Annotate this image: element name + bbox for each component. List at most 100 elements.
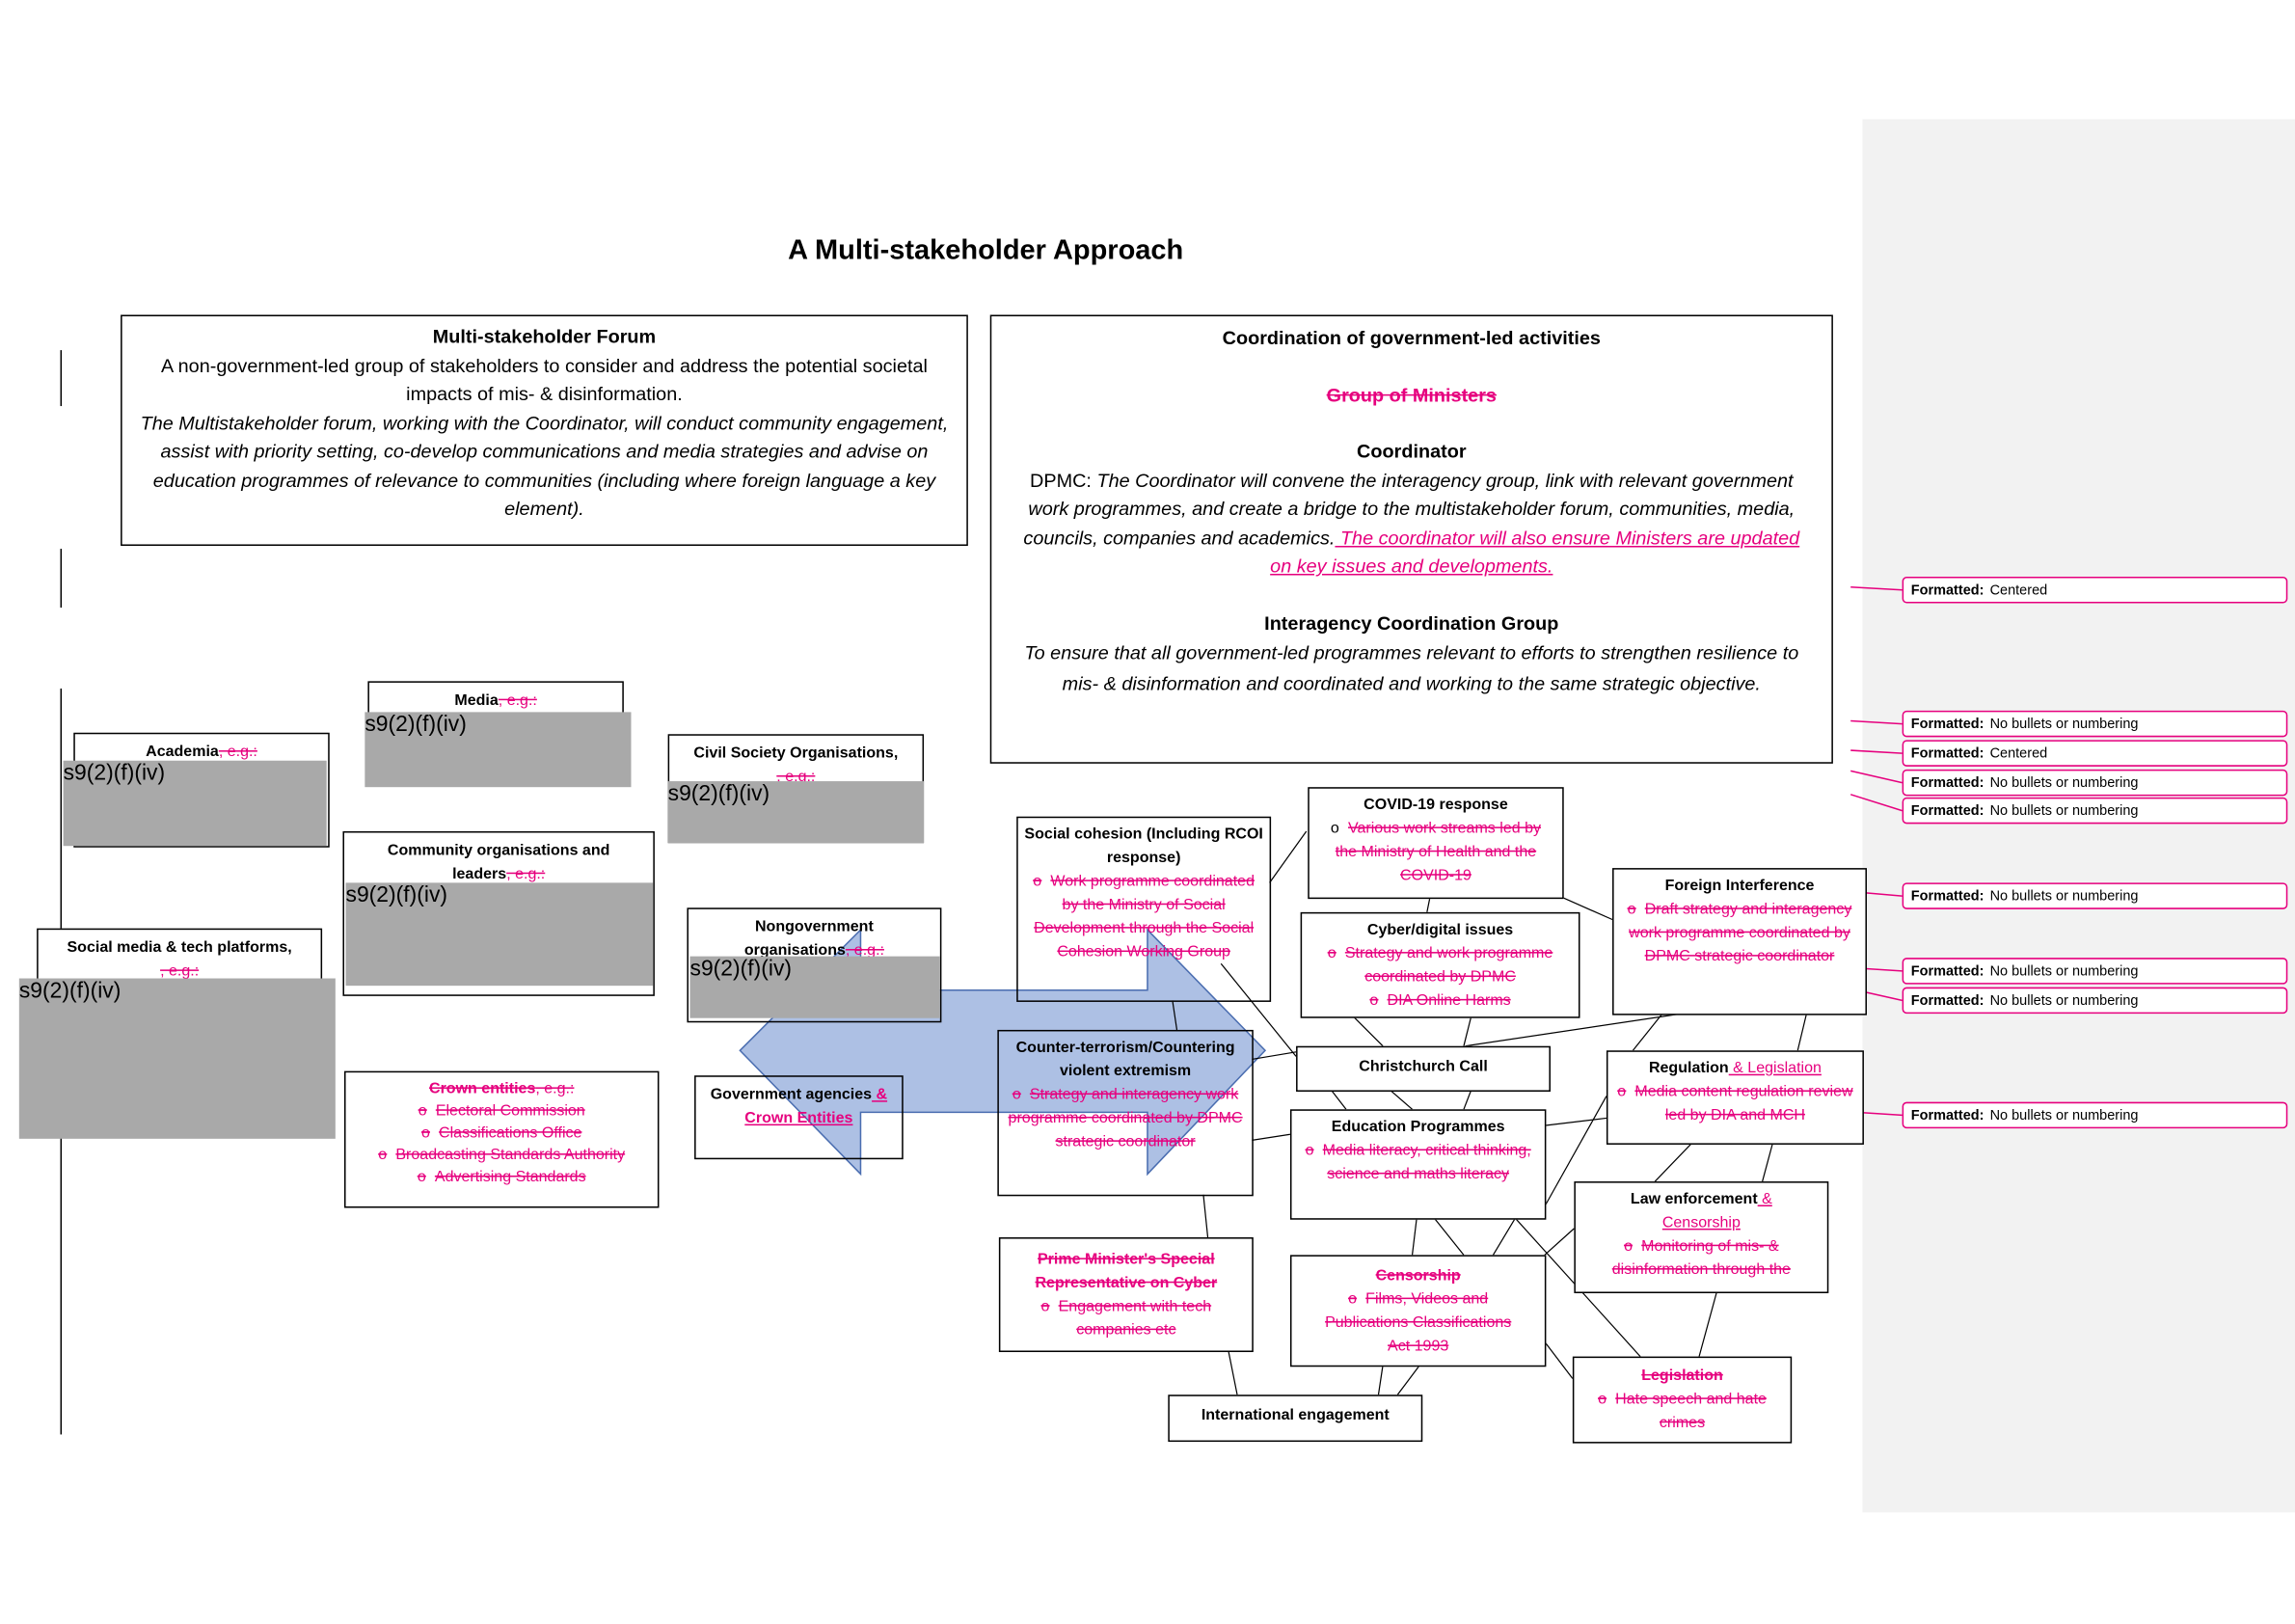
coordination-heading: Coordination of government-led activitie… <box>1222 326 1601 349</box>
box-item: Various work streams led by the Ministry… <box>1335 819 1542 884</box>
redaction-block: s9(2)(f)(iv) <box>63 760 327 847</box>
international-engagement-box: International engagement <box>1168 1394 1423 1443</box>
crown-entity-item: Advertising Standards <box>434 1168 586 1186</box>
box-item: Engagement with tech companies etc <box>1058 1297 1212 1340</box>
coordinator-heading: Coordinator <box>1357 440 1467 463</box>
iag-heading: Interagency Coordination Group <box>1264 610 1559 634</box>
comment-label: Formatted: <box>1910 992 1984 1010</box>
box-title: Prime Minister's Special Representative … <box>1035 1250 1218 1292</box>
forum-text: A non-government-led group of stakeholde… <box>161 353 928 405</box>
box-item: Media content regulation review led by D… <box>1634 1082 1853 1124</box>
civil-society-label: Civil Society Organisations, <box>693 744 899 763</box>
box-item: Films, Videos and Publications Classific… <box>1325 1289 1512 1356</box>
box-title: Social cohesion (Including RCOI response… <box>1024 825 1263 867</box>
box-item: Media literacy, critical thinking, scien… <box>1322 1141 1531 1183</box>
box-title: Censorship <box>1375 1266 1461 1285</box>
box-title: Counter-terrorism/Countering violent ext… <box>1015 1039 1235 1080</box>
box-title: International engagement <box>1201 1406 1390 1424</box>
bullet-icon: o <box>1617 1082 1627 1101</box>
comment-value: No bullets or numbering <box>1989 963 2139 981</box>
comment-label: Formatted: <box>1910 582 1984 599</box>
deleted-eg: , e.g.: <box>776 768 816 786</box>
box-title: Cyber/digital issues <box>1366 921 1514 939</box>
comment-label: Formatted: <box>1910 716 1984 733</box>
christchurch-call-box: Christchurch Call <box>1296 1045 1551 1092</box>
inserted-text: & Crown Entities <box>744 1085 888 1127</box>
comment-balloon[interactable]: Formatted:Centered <box>1902 577 2288 604</box>
coordinator-text: DPMC: The Coordinator will convene the i… <box>1021 466 1802 581</box>
comment-balloon[interactable]: Formatted: No bullets or numbering <box>1902 958 2288 985</box>
comment-balloon[interactable]: Formatted: No bullets or numbering <box>1902 769 2288 797</box>
deleted-eg: , e.g.: <box>535 1079 575 1098</box>
comment-balloon[interactable]: Formatted: No bullets or numbering <box>1902 710 2288 738</box>
comment-label: Formatted: <box>1910 774 1984 792</box>
coordinator-description: The Coordinator will convene the interag… <box>1023 468 1796 549</box>
coordination-box: Coordination of government-led activitie… <box>989 314 1833 764</box>
comment-value: No bullets or numbering <box>1989 716 2139 733</box>
comment-balloon[interactable]: Formatted: No bullets or numbering <box>1902 987 2288 1015</box>
bullet-icon: o <box>418 1101 427 1120</box>
government-agencies-box: Government agencies & Crown Entities <box>694 1075 904 1160</box>
box-item: Draft strategy and interagency work prog… <box>1629 900 1852 965</box>
redaction-block: s9(2)(f)(iv) <box>345 882 654 987</box>
bullet-icon: o <box>1330 819 1339 838</box>
box-item: Hate speech and hate crimes <box>1615 1390 1767 1432</box>
forum-heading: Multi-stakeholder Forum <box>432 325 657 348</box>
redaction-block: s9(2)(f)(iv) <box>689 956 940 1018</box>
deleted-eg: , e.g.: <box>218 743 257 761</box>
bullet-icon: o <box>1327 944 1336 962</box>
comment-value: No bullets or numbering <box>1989 802 2139 820</box>
comment-label: Formatted: <box>1910 1107 1984 1124</box>
bullet-icon: o <box>1348 1289 1358 1309</box>
box-title: Christchurch Call <box>1359 1057 1488 1076</box>
bullet-icon: o <box>1012 1085 1021 1104</box>
ngo-box: Nongovernment organisations, e.g.: <box>687 907 942 1023</box>
comment-value: No bullets or numbering <box>1989 992 2139 1010</box>
multi-stakeholder-forum-box: Multi-stakeholder Forum A non-government… <box>121 314 968 546</box>
deleted-eg: , e.g.: <box>498 691 537 710</box>
comment-value: No bullets or numbering <box>1989 888 2139 906</box>
crown-entity-item: Broadcasting Standards Authority <box>395 1146 626 1164</box>
comment-balloon[interactable]: Formatted: No bullets or numbering <box>1902 797 2288 825</box>
inserted-text: The coordinator will also ensure Ministe… <box>1270 526 1800 578</box>
box-item: Strategy and work programme coordinated … <box>1344 944 1553 987</box>
comment-label: Formatted: <box>1910 888 1984 906</box>
change-bar <box>60 549 63 609</box>
comment-value: Centered <box>1989 745 2048 763</box>
gov-agencies-label: Government agencies <box>710 1085 873 1104</box>
comment-value: No bullets or numbering <box>1989 774 2139 792</box>
bullet-icon: o <box>378 1146 388 1164</box>
box-title: Education Programmes <box>1331 1118 1505 1136</box>
redaction-block: s9(2)(f)(iv) <box>18 978 336 1139</box>
bullet-icon: o <box>417 1168 426 1186</box>
bullet-icon: o <box>1627 900 1636 918</box>
deleted-eg: , e.g.: <box>160 961 200 981</box>
crown-entity-item: Classifications Office <box>439 1123 582 1142</box>
comment-balloon[interactable]: Formatted:No bullets or numbering <box>1902 1101 2288 1129</box>
bullet-icon: o <box>1598 1390 1607 1408</box>
comment-balloon[interactable]: Formatted: Centered <box>1902 740 2288 767</box>
ngo-label: Nongovernment organisations <box>743 917 874 960</box>
inserted-text: & Censorship <box>1661 1190 1772 1232</box>
comment-leaders <box>1850 585 1903 1117</box>
iag-text: To ensure that all government-led progra… <box>1024 641 1799 695</box>
deleted-eg: , e.g.: <box>506 865 546 883</box>
social-media-label: Social media & tech platforms, <box>67 938 292 957</box>
social-cohesion-box: Social cohesion (Including RCOI response… <box>1016 816 1272 1002</box>
crown-entities-title: Crown entities <box>428 1079 536 1098</box>
box-item: DIA Online Harms <box>1387 991 1511 1010</box>
comment-balloon[interactable]: Formatted: No bullets or numbering <box>1902 882 2288 909</box>
comment-label: Formatted: <box>1910 802 1984 820</box>
deleted-eg: , e.g.: <box>845 941 884 960</box>
box-title: Regulation <box>1648 1059 1729 1077</box>
bullet-icon: o <box>1369 991 1379 1010</box>
comment-label: Formatted: <box>1910 745 1984 763</box>
bullet-icon: o <box>1624 1237 1634 1256</box>
comment-label: Formatted: <box>1910 963 1984 981</box>
